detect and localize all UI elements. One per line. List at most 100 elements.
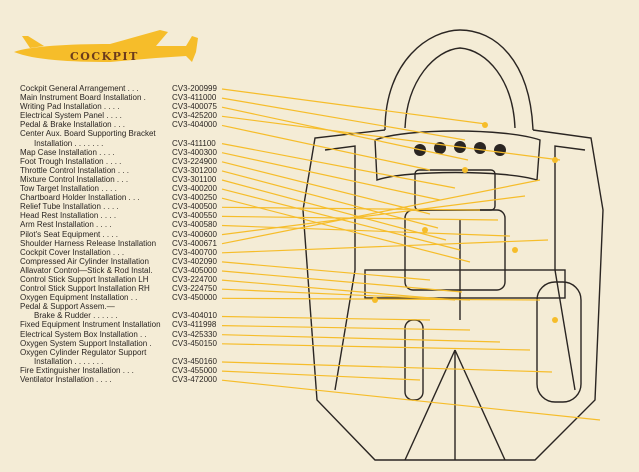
part-row: Brake & Rudder . . . . . . CV3-404010 [20, 311, 260, 320]
part-row: Relief Tube Installation . . . .CV3-4005… [20, 202, 260, 211]
cockpit-cutaway-diagram [302, 29, 604, 461]
part-row: Oxygen Cylinder Regulator Support [20, 348, 260, 357]
floor-beam [364, 269, 566, 299]
part-code: CV3-402090 [172, 256, 217, 266]
callout-dot-5 [512, 247, 518, 253]
pilot-seat [404, 209, 506, 291]
part-row: Electrical System Box Installation . . CV… [20, 330, 260, 339]
part-name: Map Case Installation . . . . [20, 147, 115, 157]
part-code: CV3-411100 [172, 138, 216, 148]
part-row: Arm Rest Installation . . . .CV3-400580 [20, 220, 260, 229]
part-name: Head Rest Installation . . . . [20, 211, 117, 221]
part-row: Installation . . . . . . . CV3-450160 [20, 357, 260, 366]
part-name: Tow Target Installation . . . . [20, 184, 117, 194]
part-name: Compressed Air Cylinder Installation [20, 256, 149, 266]
part-row: Head Rest Installation . . . . CV3-400550 [20, 211, 260, 220]
part-name: Electrical System Panel . . . . [20, 111, 122, 121]
part-name: Ventilator Installation . . . . [20, 375, 112, 384]
part-code: CV3-400250 [172, 193, 217, 203]
airplane-banner-icon [14, 30, 198, 62]
part-row: Foot Trough Installation . . . .CV3-2249… [20, 157, 260, 166]
part-code: CV3-224900 [172, 156, 217, 166]
callout-dot-4 [422, 227, 428, 233]
section-title: COCKPIT [70, 50, 139, 63]
part-code: CV3-450150 [172, 338, 217, 348]
fuselage-outline [302, 129, 604, 461]
part-name: Throttle Control Installation . . . [20, 165, 129, 175]
part-code: CV3-400500 [172, 202, 217, 212]
part-row: Fire Extinguisher Installation . . .CV3-… [20, 366, 260, 375]
part-code: CV3-405000 [172, 265, 217, 275]
part-row: Cockpit Cover Installation . . . CV3-4007… [20, 248, 260, 257]
part-row: Main Instrument Board Installation . CV3-… [20, 93, 260, 102]
part-row: Ventilator Installation . . . . CV3-47200… [20, 375, 260, 384]
part-code: CV3-224750 [172, 284, 217, 294]
part-row: Control Stick Support Installation RH CV3… [20, 284, 260, 293]
part-name: Cockpit General Arrangement . . . [20, 84, 139, 93]
part-name: Center Aux. Board Supporting Bracket [20, 129, 156, 139]
part-code: CV3-400300 [172, 147, 217, 157]
part-name: Mixture Control Installation . . . [20, 174, 129, 184]
gauge-5 [494, 144, 506, 156]
part-row: Cockpit General Arrangement . . . CV3-200… [20, 84, 260, 93]
part-row: Throttle Control Installation . . . CV3-3… [20, 166, 260, 175]
part-code: CV3-301200 [172, 165, 217, 175]
part-code: CV3-450160 [172, 356, 217, 366]
part-code: CV3-400700 [172, 247, 217, 257]
part-row: Installation . . . . . . . CV3-411100 [20, 139, 260, 148]
part-name: Installation . . . . . . . [34, 138, 104, 148]
gauge-1 [414, 144, 426, 156]
part-row: Pilot's Seat Equipment . . . .CV3-400600 [20, 230, 260, 239]
part-code: CV3-301100 [172, 174, 217, 184]
part-code: CV3-400550 [172, 211, 217, 221]
part-name: Control Stick Support Installation LH [20, 274, 149, 284]
right-frame [554, 145, 586, 391]
fire-extinguisher [404, 319, 424, 401]
part-row: Mixture Control Installation . . . CV3-30… [20, 175, 260, 184]
part-name: Brake & Rudder . . . . . . [34, 311, 118, 321]
part-row: Writing Pad Installation . . . . CV3-4000… [20, 102, 260, 111]
part-row: Compressed Air Cylinder Installation CV3-… [20, 257, 260, 266]
part-name: Control Stick Support Installation RH [20, 284, 150, 294]
part-code: CV3-404010 [172, 311, 217, 321]
callout-dot-6 [372, 297, 378, 303]
part-row: Chartboard Holder Installation . . .CV3-… [20, 193, 260, 202]
part-row: Control Stick Support Installation LH CV3… [20, 275, 260, 284]
part-code: CV3-400671 [172, 238, 217, 248]
callout-dot-2 [462, 167, 468, 173]
part-name: Arm Rest Installation . . . . [20, 220, 112, 230]
canopy-inner-frame [404, 47, 516, 129]
part-name: Oxygen System Support Installation . [20, 338, 152, 348]
part-name: Fire Extinguisher Installation . . . [20, 365, 134, 375]
parts-list: Cockpit General Arrangement . . . CV3-200… [20, 84, 260, 384]
part-code: CV3-425200 [172, 111, 217, 121]
stand-leg-right [454, 349, 506, 461]
seat-back [414, 169, 496, 211]
part-code: CV3-472000 [172, 375, 217, 384]
callout-dot-3 [552, 157, 558, 163]
left-frame [324, 145, 356, 391]
part-name: Oxygen Equipment Installation . . [20, 293, 138, 303]
part-row: Center Aux. Board Supporting Bracket [20, 129, 260, 138]
part-code: CV3-400600 [172, 229, 217, 239]
part-code: CV3-224700 [172, 274, 217, 284]
part-code: CV3-400075 [172, 102, 217, 112]
part-name: Fixed Equipment Instrument Installation [20, 320, 161, 330]
part-name: Electrical System Box Installation . . [20, 329, 147, 339]
part-name: Cockpit Cover Installation . . . [20, 247, 125, 257]
part-row: Map Case Installation . . . . CV3-400300 [20, 148, 260, 157]
gauge-4 [474, 142, 486, 154]
part-name: Writing Pad Installation . . . . [20, 102, 120, 112]
part-code: CV3-404000 [172, 120, 217, 130]
part-code: CV3-425330 [172, 329, 217, 339]
part-code: CV3-411000 [172, 93, 217, 103]
part-name: Main Instrument Board Installation . [20, 93, 146, 103]
callout-dot-1 [482, 122, 488, 128]
part-code: CV3-200999 [172, 84, 217, 93]
part-name: Installation . . . . . . . [34, 356, 104, 366]
part-code: CV3-400200 [172, 184, 217, 194]
part-row: Allavator Control—Stick & Rod Instal.CV3… [20, 266, 260, 275]
part-name: Pedal & Brake Installation . . . [20, 120, 125, 130]
